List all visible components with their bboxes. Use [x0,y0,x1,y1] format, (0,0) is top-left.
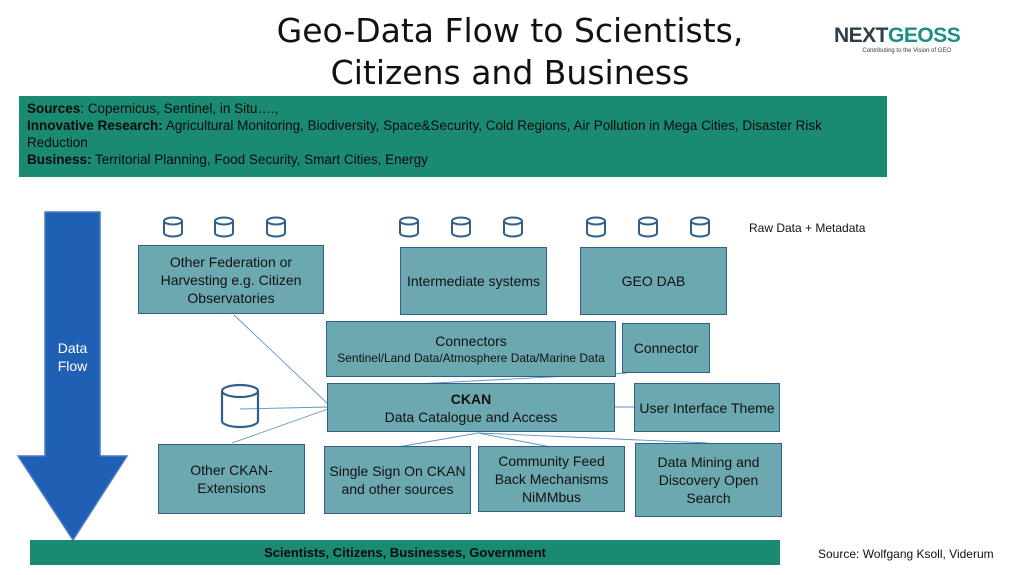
business-line: Business: Territorial Planning, Food Sec… [27,152,428,167]
title-line-1: Geo-Data Flow to Scientists, [276,11,744,50]
intermediate-systems-box: Intermediate systems [400,247,547,315]
data-flow-arrow [16,211,129,542]
data-mining-box: Data Mining and Discovery Open Search [635,443,782,517]
research-line: Innovative Research: Agricultural Monito… [27,118,822,150]
database-icon [503,216,523,238]
ckan-subtitle: Data Catalogue and Access [384,408,558,425]
connectors-title: Connectors [435,333,507,349]
line-otherext-ckan [231,408,329,444]
other-ckan-extensions-box: Other CKAN-Extensions [158,444,305,514]
database-icon [163,216,183,238]
database-icon [690,216,710,238]
page-title: Geo-Data Flow to Scientists, Citizens an… [200,10,820,94]
database-icons [163,216,710,429]
geo-dab-box: GEO DAB [580,247,727,315]
community-feedback-box: Community Feed Back Mechanisms NiMMbus [478,446,625,512]
single-sign-on-box: Single Sign On CKAN and other sources [324,446,471,514]
raw-data-label: Raw Data + Metadata [749,221,866,235]
source-note: Source: Wolfgang Ksoll, Viderum [818,547,994,561]
sources-banner: Sources: Copernicus, Sentinel, in Situ….… [19,96,887,177]
line-ckan-community [477,432,552,448]
database-icon [266,216,286,238]
database-icon [399,216,419,238]
line-ckan-sso [397,432,479,448]
connectors-subtitle: Sentinel/Land Data/Atmosphere Data/Marin… [337,351,605,365]
connectors-box: Connectors Sentinel/Land Data/Atmosphere… [326,321,616,377]
line-ckan-mining [477,432,709,444]
database-icon [220,383,260,429]
sources-line: Sources: Copernicus, Sentinel, in Situ….… [27,101,279,116]
stakeholders-bar: Scientists, Citizens, Businesses, Govern… [30,540,780,565]
nextgeoss-logo: NEXTGEOSS Contributing to the Vision of … [834,24,961,54]
connector-box: Connector [622,323,710,373]
line-federation-ckan [233,314,329,405]
line-db-ckan [239,406,329,410]
logo-tagline: Contributing to the Vision of GEO [862,48,951,54]
database-icon [451,216,471,238]
other-federation-box: Other Federation or Harvesting e.g. Citi… [138,245,324,314]
database-icon [586,216,606,238]
database-icon [214,216,234,238]
ui-theme-box: User Interface Theme [634,383,780,432]
data-flow-label: Data Flow [57,340,88,374]
database-icon [638,216,658,238]
title-line-2: Citizens and Business [330,53,690,92]
ckan-box: CKAN Data Catalogue and Access [327,383,615,432]
ckan-title: CKAN [450,390,492,407]
